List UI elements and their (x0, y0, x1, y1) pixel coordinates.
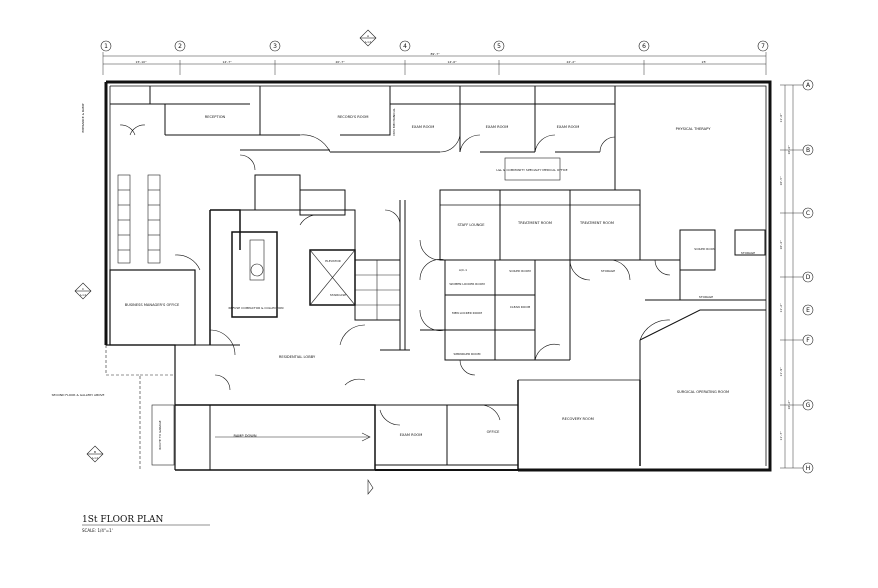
svg-text:10'-5": 10'-5" (779, 176, 783, 186)
interior-walls (105, 86, 766, 470)
svg-text:11'-6": 11'-6" (779, 113, 783, 123)
svg-text:B: B (806, 147, 810, 154)
north-arrow-icon (367, 478, 374, 495)
svg-text:C: C (806, 210, 810, 217)
svg-text:F: F (806, 337, 810, 344)
grid-row-markers: A B C D E F G H 11'-6" 10'-6" 10'-5" 10'… (779, 79, 814, 474)
svg-text:A: A (806, 82, 811, 89)
label-surgical: SURGICAL OPERATING ROOM (677, 390, 729, 394)
grid-col-2: 2 (178, 43, 182, 50)
grid-col-3: 3 (273, 43, 277, 50)
label-business-office: BUSINESS MANAGER'S OFFICE (125, 303, 180, 307)
section-marker-c: C A-1.0 (74, 282, 92, 300)
svg-text:15'-10": 15'-10" (136, 60, 148, 64)
section-marker-b: B A-1.0 (86, 445, 104, 463)
exterior-walls (104, 80, 772, 472)
label-recovery: RECOVERY ROOM (562, 417, 594, 421)
label-exam-3: EXAM ROOM (557, 125, 580, 129)
label-treatment-1: TREATMENT ROOM (517, 221, 552, 225)
label-clean: CLEAN ROOM (510, 305, 531, 309)
label-storage-1: STORAGE (601, 269, 615, 273)
label-mechanical: CMU MECHANICAL (392, 108, 396, 136)
label-soiled: SOILED ROOM (694, 247, 716, 251)
label-lobby: RESIDENTIAL LOBBY (279, 355, 316, 359)
label-refuse: REFUSE COMPACTOR & COLLECTION (228, 306, 283, 310)
svg-text:20'-7": 20'-7" (335, 60, 345, 64)
grid-col-6: 6 (642, 43, 646, 50)
svg-text:11'-7": 11'-7" (779, 431, 783, 441)
label-ac-1: A/C-1 (459, 268, 467, 272)
svg-text:14'-6": 14'-6" (447, 60, 457, 64)
svg-text:10'-4": 10'-4" (779, 240, 783, 250)
svg-text:C: C (82, 287, 84, 291)
grid-col-7: 7 (761, 43, 765, 50)
grid-col-4: 4 (403, 43, 407, 50)
label-stairs: STAIRCASE (330, 293, 346, 297)
label-records: RECORD'S ROOM (337, 115, 368, 119)
label-staff-lounge: STAFF LOUNGE (457, 223, 485, 227)
label-ramp: RAMP DOWN (233, 434, 256, 438)
svg-text:G: G (806, 402, 811, 409)
label-storage-2: STORAGE (699, 295, 713, 299)
svg-text:10'-2": 10'-2" (787, 400, 791, 410)
svg-text:B: B (94, 450, 96, 454)
svg-text:11'-2": 11'-2" (779, 303, 783, 313)
svg-text:22'-2": 22'-2" (566, 60, 576, 64)
label-physical-therapy: PHYSICAL THERAPY (676, 127, 712, 131)
label-women-locker: WOMEN LOCKER ROOM (449, 282, 485, 286)
room-labels: RECEPTION RECORD'S ROOM EXAM ROOM EXAM R… (52, 103, 756, 449)
section-marker-a: A A-1.0 (359, 29, 377, 47)
label-office-sign: L&L & COMMUNITY SPECIALTY MEDICAL OFFICE (496, 168, 567, 172)
svg-text:D: D (806, 274, 811, 281)
svg-text:A: A (367, 34, 370, 38)
svg-text:A-1.0: A-1.0 (92, 456, 99, 460)
label-men-locker: MEN LOCKER ROOM (452, 311, 482, 315)
top-dimensions: 89'-7" 15'-10" 14'-7" 20'-7" 14'-6" 22'-… (102, 52, 767, 75)
door-swings (119, 124, 671, 426)
svg-text:25': 25' (702, 60, 707, 64)
svg-text:E: E (806, 307, 810, 314)
svg-text:10'-6": 10'-6" (787, 145, 791, 155)
plan-title: 1St FLOOR PLAN (82, 515, 164, 525)
svg-text:H: H (806, 465, 811, 472)
label-exam-1: EXAM ROOM (412, 125, 435, 129)
label-exam-4: EXAM ROOM (400, 433, 423, 437)
label-reception: RECEPTION (205, 115, 226, 119)
label-second-floor: SECOND FLOOR & GALLERY ABOVE (52, 393, 105, 397)
label-elevator: ELEVATOR (325, 259, 340, 263)
plan-title-block: 1St FLOOR PLAN SCALE: 1/4"=1' (82, 515, 210, 533)
svg-text:89'-7": 89'-7" (430, 52, 440, 56)
svg-text:A-1.0: A-1.0 (80, 293, 87, 297)
label-sprinkler: SPRINKLER ROOM (454, 352, 481, 356)
label-exam-2: EXAM ROOM (486, 125, 509, 129)
label-soiled-2: SOILED ROOM (509, 269, 531, 273)
label-entrance: ENTRANCE & RAMP (81, 103, 85, 132)
label-storage-3: STORAGE (741, 251, 755, 255)
grid-column-markers: 1 2 3 4 5 6 7 (100, 40, 769, 52)
svg-text:A-1.0: A-1.0 (365, 40, 372, 44)
label-office: OFFICE (487, 430, 501, 434)
label-route-garage: ROUTE TO GARAGE (158, 420, 162, 449)
grid-col-1: 1 (104, 43, 108, 50)
grid-col-5: 5 (497, 43, 501, 50)
plan-scale: SCALE: 1/4"=1' (82, 528, 113, 533)
svg-text:11'-9": 11'-9" (779, 367, 783, 377)
label-treatment-2: TREATMENT ROOM (579, 221, 614, 225)
svg-text:14'-7": 14'-7" (222, 60, 232, 64)
